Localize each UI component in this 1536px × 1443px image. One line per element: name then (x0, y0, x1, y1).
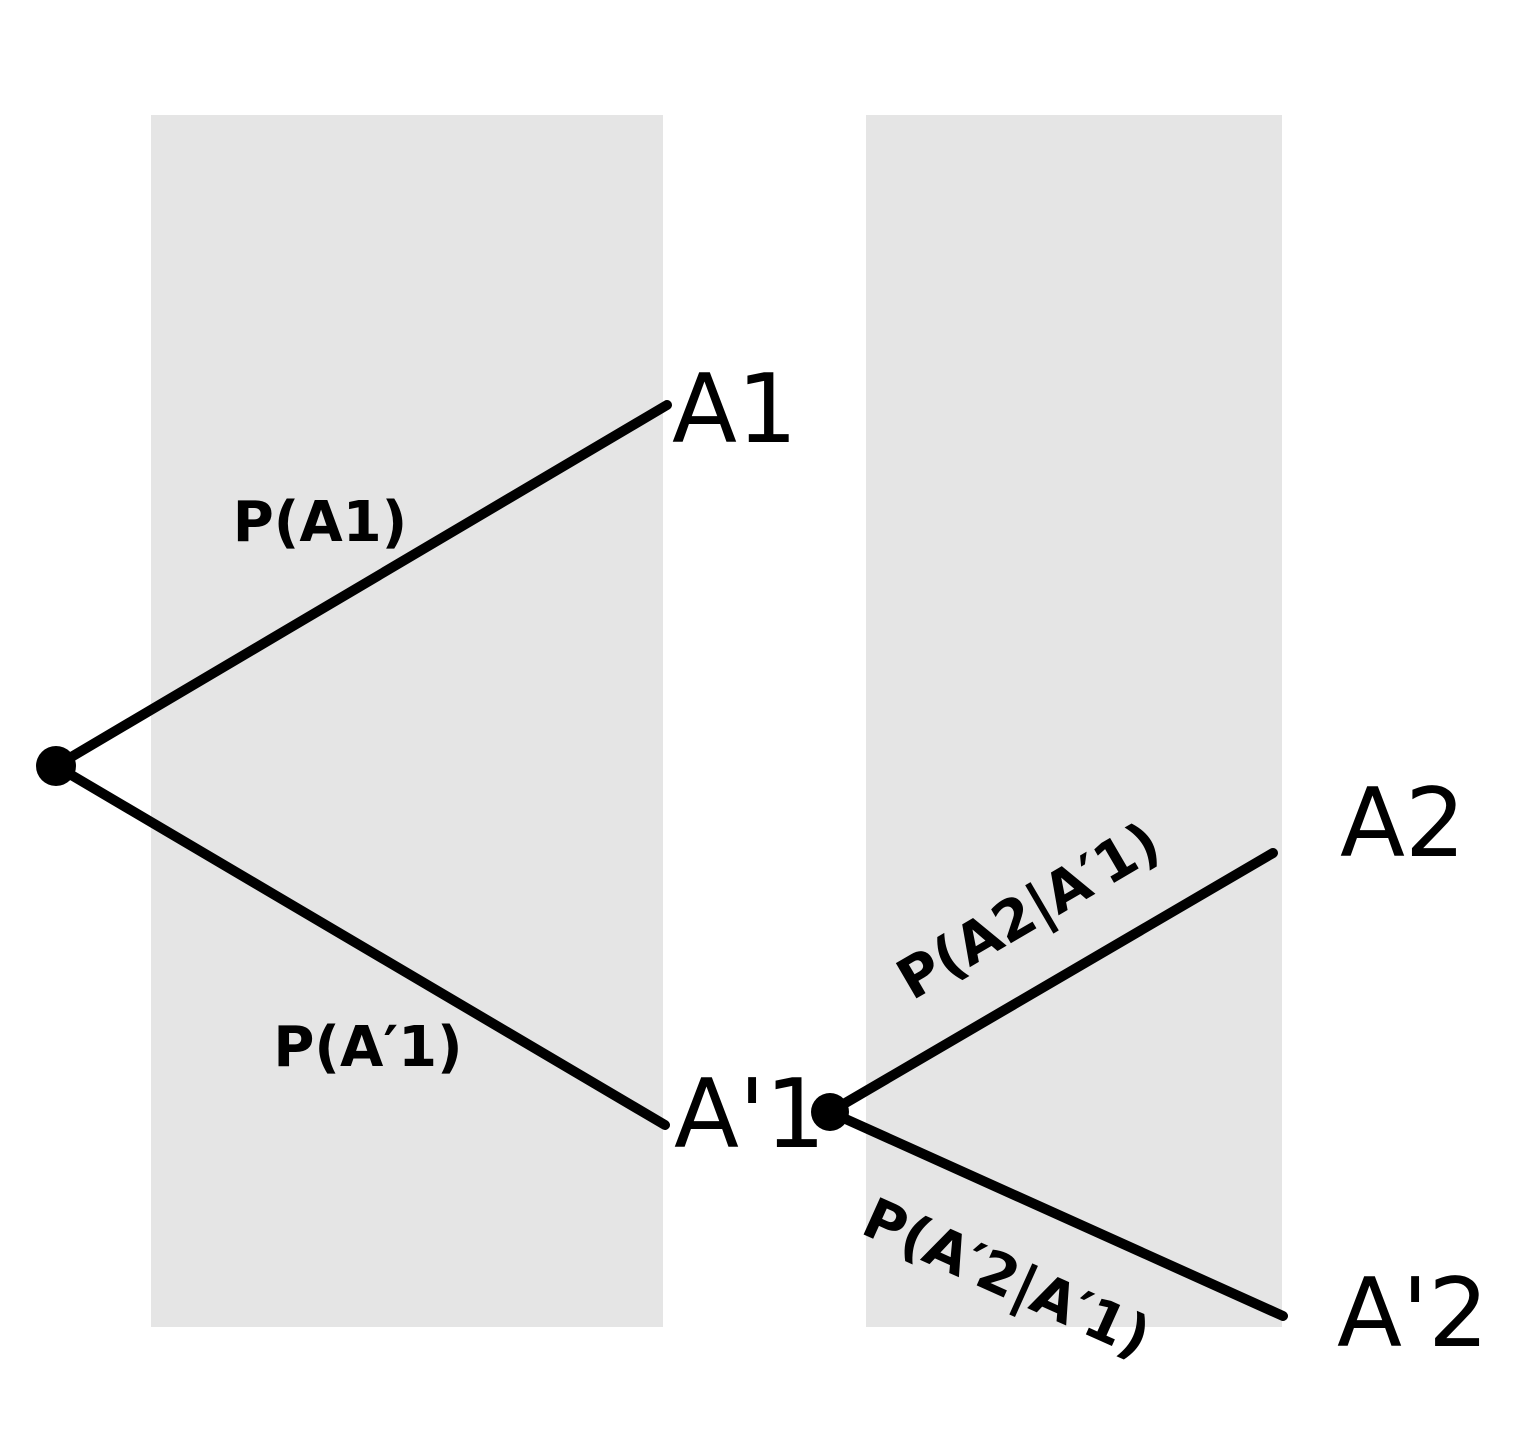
stage2-band (866, 115, 1282, 1327)
label-a-prime-1: A'1 (674, 1060, 826, 1170)
edge-label-p-a-prime-1: P(A′1) (273, 1015, 462, 1080)
root-node-dot (36, 746, 76, 786)
a-prime-1-node-dot (811, 1093, 849, 1131)
label-a1: A1 (672, 355, 797, 465)
label-a2: A2 (1340, 769, 1465, 879)
branch-a-prime-1-line (51, 761, 670, 1130)
branch-a2-line (825, 848, 1278, 1117)
branch-a1-line (51, 400, 672, 771)
label-a-prime-2: A'2 (1337, 1259, 1489, 1369)
branch-a-prime-2-line (825, 1107, 1288, 1321)
stage1-band (151, 115, 663, 1327)
edge-label-p-a1: P(A1) (233, 490, 408, 555)
